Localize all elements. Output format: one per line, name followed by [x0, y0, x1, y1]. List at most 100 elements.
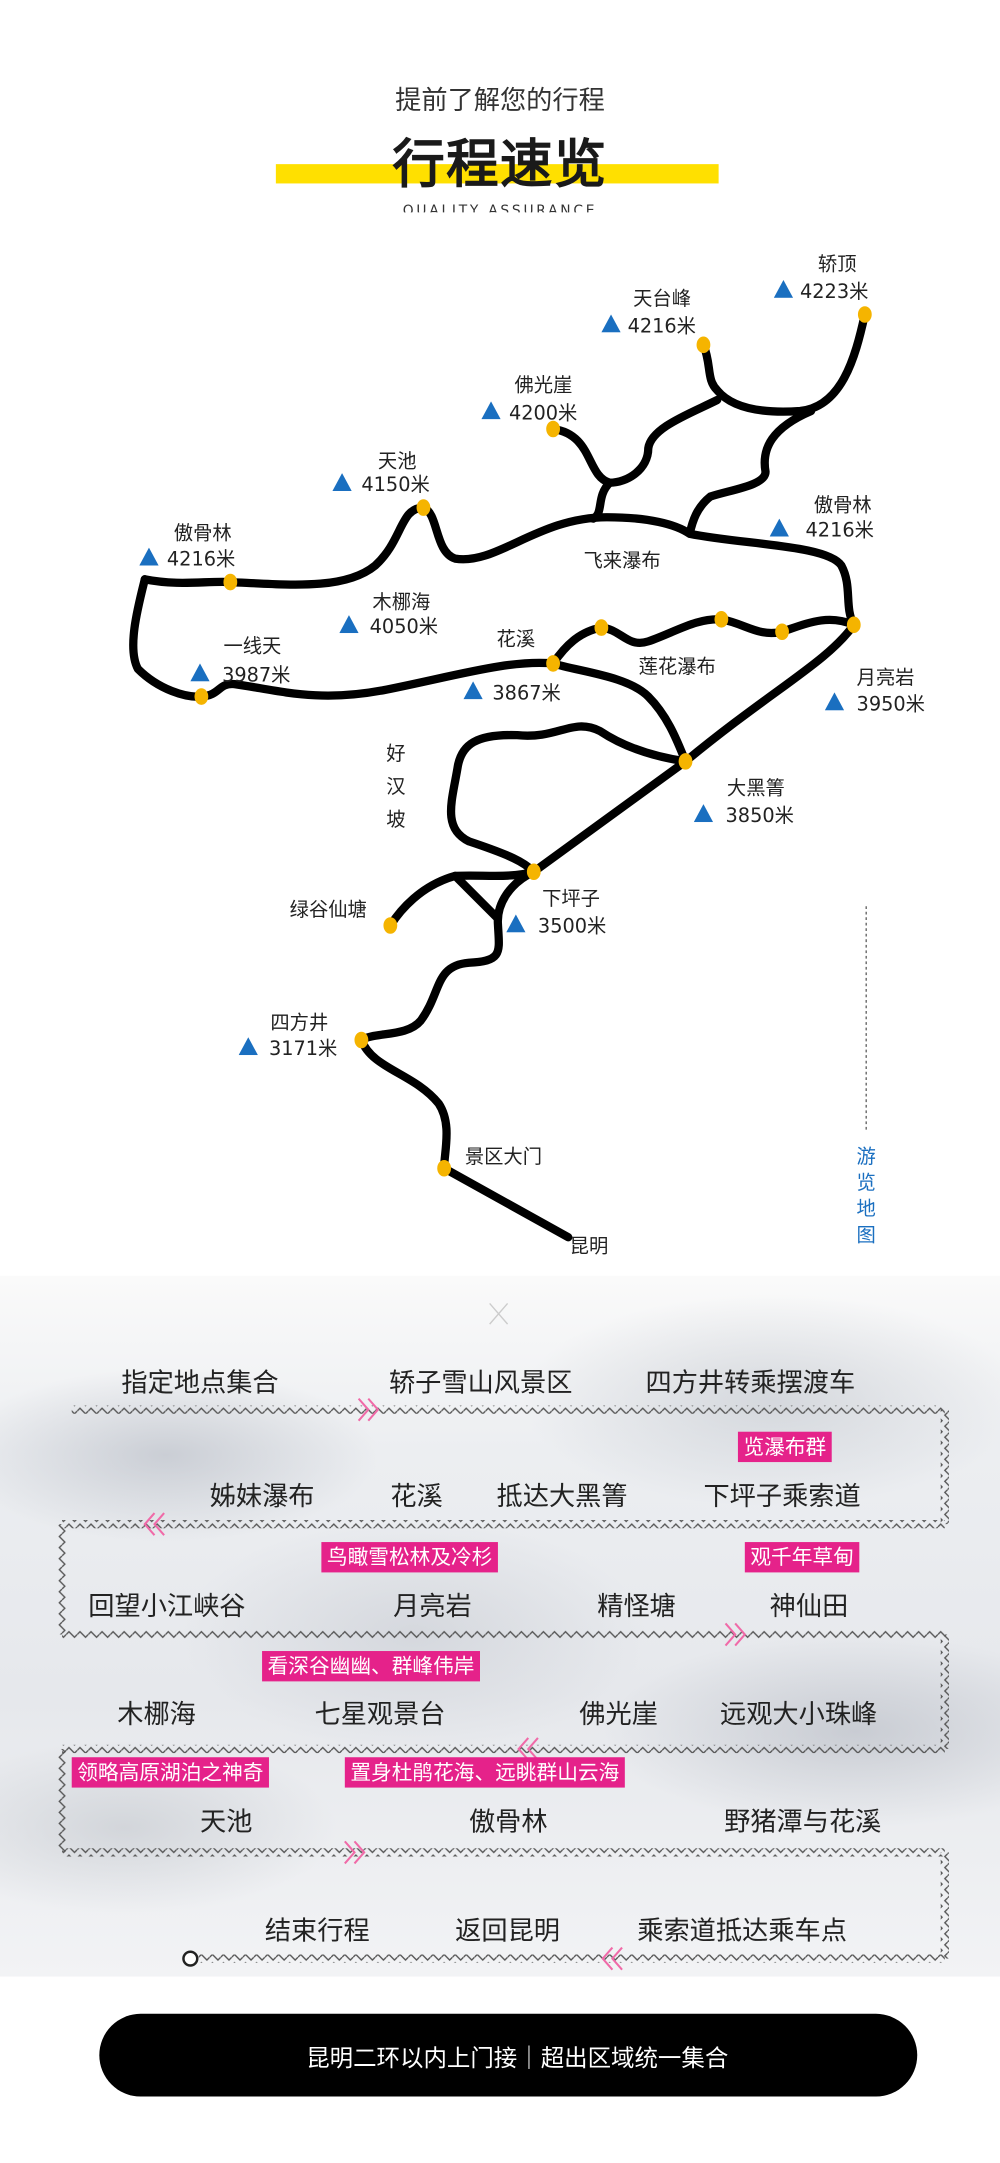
wavy-border	[940, 1852, 949, 1959]
svg-text:一线天: 一线天	[223, 634, 281, 657]
direction-chevrons	[143, 1397, 747, 1971]
itinerary-stop: 野猪潭与花溪	[724, 1806, 882, 1838]
itinerary-highlight-tag: 看深谷幽幽、群峰伟岸	[262, 1651, 481, 1682]
route-foguangya	[548, 395, 722, 487]
stop-dot	[846, 616, 861, 634]
itinerary-stop: 傲骨林	[468, 1806, 548, 1838]
place-kunming: 昆明	[570, 1234, 609, 1257]
svg-text:四方井: 四方井	[270, 1011, 328, 1034]
svg-text:花溪: 花溪	[497, 628, 536, 651]
itinerary-stop: 下坪子乘索道	[703, 1481, 861, 1512]
section-title: 行程速览	[392, 133, 608, 195]
place-haohanpo-char: 汉	[386, 775, 405, 798]
itinerary-stop: 花溪	[390, 1481, 443, 1512]
peak-icon	[463, 681, 483, 700]
svg-text:4216米: 4216米	[167, 548, 235, 571]
svg-text:4223米: 4223米	[800, 280, 868, 303]
title-highlight-bar	[275, 164, 719, 184]
stop-dot	[857, 306, 872, 323]
itinerary-highlight-tag: 置身杜鹃花海、远眺群山云海	[344, 1757, 625, 1788]
wavy-divider	[198, 1954, 945, 1963]
itinerary-stop: 姊妹瀑布	[209, 1481, 315, 1512]
itinerary-stop: 四方井转乘摆渡车	[645, 1368, 856, 1399]
chevron-left-icon	[517, 1737, 539, 1761]
itinerary-stop: 抵达大黑箐	[496, 1481, 628, 1512]
chevron-right-icon	[344, 1840, 366, 1865]
route-huaxi-daheiqing	[548, 659, 690, 766]
stop-dot	[775, 623, 789, 640]
stop-dot	[194, 688, 209, 705]
place-scenic-gate: 景区大门	[465, 1145, 542, 1168]
peak-tiantaifeng: 天台峰 4216米	[601, 287, 696, 337]
stop-dot	[594, 619, 609, 636]
itinerary-stop: 指定地点集合	[121, 1368, 279, 1399]
chevron-left-icon	[601, 1946, 623, 1971]
peak-icon	[481, 401, 501, 420]
itinerary-stop: 返回昆明	[455, 1915, 561, 1947]
chevron-right-icon	[357, 1397, 380, 1422]
itinerary-stop: 七星观景台	[314, 1699, 446, 1730]
svg-text:4150米: 4150米	[361, 473, 429, 496]
wavy-border	[57, 1524, 67, 1635]
route-east-branch	[685, 406, 816, 538]
decor-x-mark	[489, 1302, 509, 1325]
peak-icon	[332, 473, 352, 492]
peak-icon	[773, 279, 794, 298]
legend-char: 图	[857, 1223, 876, 1246]
route-yueliangyan-daheiqing	[681, 620, 858, 766]
stop-dot	[696, 336, 711, 354]
route-daheiqing-xiapingzi	[529, 757, 690, 876]
svg-text:大黑箐: 大黑箐	[727, 776, 785, 799]
legend-char: 游	[857, 1145, 876, 1168]
stop-dot	[416, 499, 431, 516]
section-tagline: QUALITY ASSURANCE	[402, 204, 598, 213]
svg-text:4216米: 4216米	[628, 314, 696, 337]
wavy-border	[940, 1409, 949, 1525]
stop-dot	[223, 573, 238, 591]
svg-text:天台峰: 天台峰	[633, 287, 691, 310]
svg-text:4050米: 4050米	[370, 615, 438, 638]
stop-dot	[546, 420, 560, 438]
itinerary-stop: 月亮岩	[393, 1591, 472, 1623]
svg-text:佛光崖: 佛光崖	[514, 374, 572, 397]
stop-dots	[194, 306, 872, 1177]
wavy-border	[940, 1634, 949, 1749]
svg-text:3850米: 3850米	[726, 804, 794, 827]
svg-text:傲骨林: 傲骨林	[814, 494, 872, 517]
route-foguangya-main	[588, 478, 614, 523]
route-descent	[357, 867, 573, 1242]
itinerary-stop: 木梛海	[117, 1699, 196, 1730]
svg-text:木梛海: 木梛海	[372, 590, 430, 613]
itinerary-stop: 远观大小珠峰	[719, 1699, 878, 1730]
peak-icon	[339, 615, 359, 634]
stop-dot	[714, 611, 729, 628]
itinerary-stop: 结束行程	[264, 1915, 370, 1947]
wavy-divider	[62, 1519, 945, 1529]
peak-icon	[693, 804, 714, 823]
peak-icon	[238, 1037, 258, 1056]
wavy-divider	[71, 1405, 945, 1414]
route-haohanpo	[446, 722, 690, 876]
wavy-divider	[62, 1744, 945, 1754]
svg-text:4200米: 4200米	[509, 401, 577, 424]
svg-text:月亮岩: 月亮岩	[857, 666, 915, 689]
peak-daheiqing: 大黑箐 3850米	[693, 776, 794, 827]
place-feilai-waterfall: 飞来瀑布	[583, 549, 660, 572]
itinerary-stop: 轿子雪山风景区	[388, 1368, 573, 1399]
peak-icon	[190, 663, 210, 682]
route-main-loop-top	[140, 503, 858, 629]
svg-text:4216米: 4216米	[806, 519, 874, 542]
stop-dot	[354, 1031, 369, 1049]
path-end-circle	[182, 1950, 199, 1967]
itinerary-stop: 神仙田	[769, 1591, 849, 1623]
itinerary-stop: 回望小江峡谷	[88, 1591, 246, 1623]
